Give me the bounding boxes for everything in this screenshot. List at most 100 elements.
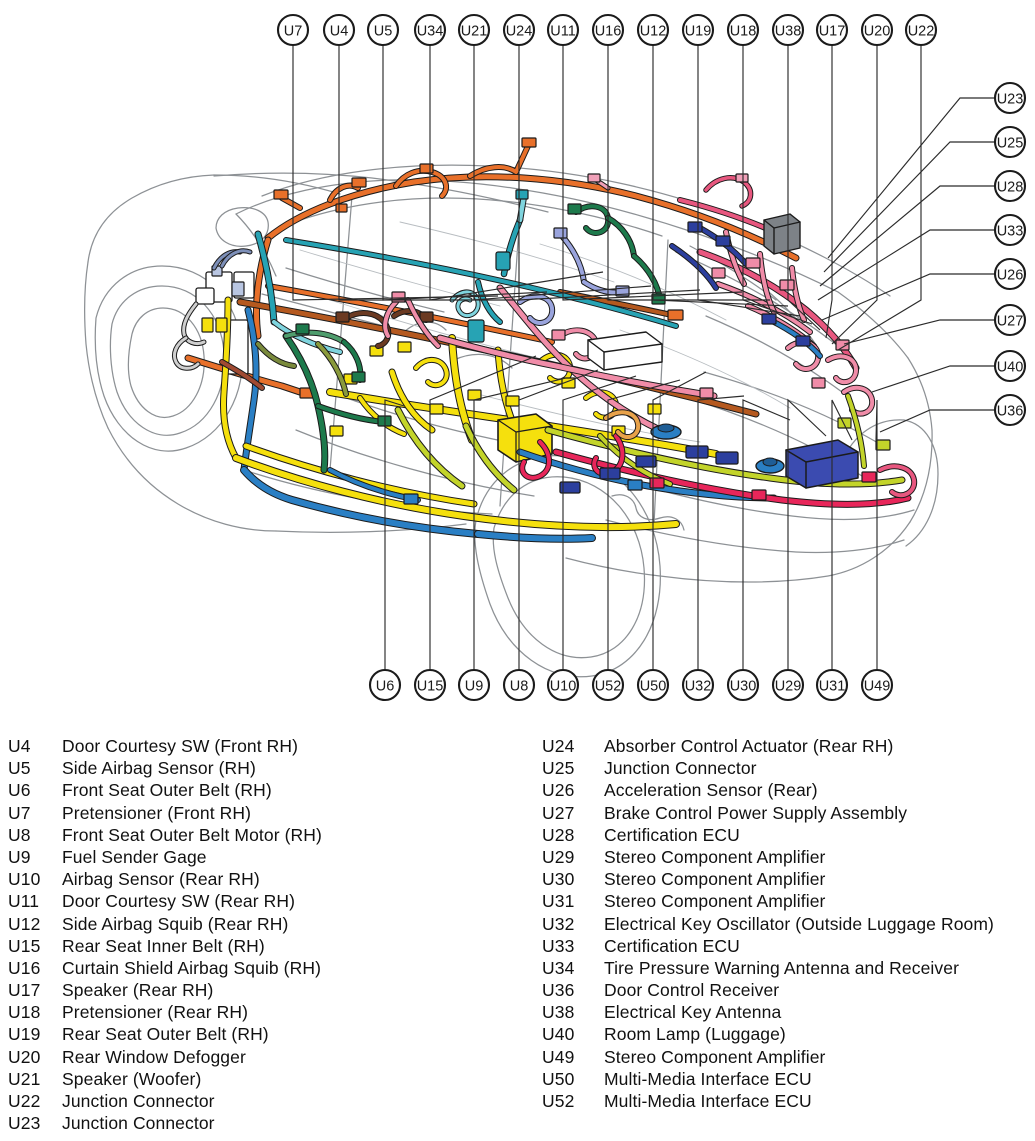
callout-circle[interactable]	[726, 13, 760, 47]
callout-u36[interactable]: U36	[993, 393, 1027, 427]
callout-circle[interactable]	[681, 668, 715, 702]
callout-u10[interactable]: U10	[546, 668, 580, 702]
callout-circle[interactable]	[591, 668, 625, 702]
callout-circle[interactable]	[591, 13, 625, 47]
callout-circle[interactable]	[636, 13, 670, 47]
legend-code: U36	[542, 980, 575, 1001]
legend-code: U12	[8, 913, 41, 934]
callout-circle[interactable]	[815, 668, 849, 702]
callout-circle[interactable]	[413, 13, 447, 47]
callout-u31[interactable]: U31	[815, 668, 849, 702]
callout-circle[interactable]	[546, 668, 580, 702]
callout-u17[interactable]: U17	[815, 13, 849, 47]
leader-line	[473, 377, 567, 670]
callout-u25[interactable]: U25	[993, 125, 1027, 159]
leader-line	[652, 371, 707, 670]
callout-u28[interactable]: U28	[993, 169, 1027, 203]
callout-u32[interactable]: U32	[681, 668, 715, 702]
callout-circle[interactable]	[993, 303, 1027, 337]
callout-circle[interactable]	[771, 668, 805, 702]
callout-circle[interactable]	[276, 13, 310, 47]
callout-circle[interactable]	[322, 13, 356, 47]
callout-u22[interactable]: U22	[904, 13, 938, 47]
callout-u29[interactable]: U29	[771, 668, 805, 702]
callout-circle[interactable]	[904, 13, 938, 47]
callout-circle[interactable]	[636, 668, 670, 702]
callout-circle[interactable]	[457, 13, 491, 47]
callout-u24[interactable]: U24	[502, 13, 536, 47]
callout-label: U12	[640, 23, 667, 39]
leader-line	[831, 399, 853, 670]
leader-line	[518, 369, 599, 670]
callout-circle[interactable]	[815, 13, 849, 47]
callout-u33[interactable]: U33	[993, 213, 1027, 247]
callout-u18[interactable]: U18	[726, 13, 760, 47]
callout-u20[interactable]: U20	[860, 13, 894, 47]
callout-circle[interactable]	[993, 81, 1027, 115]
callout-circle[interactable]	[993, 125, 1027, 159]
leader-line	[843, 319, 995, 345]
callout-u21[interactable]: U21	[457, 13, 491, 47]
callout-circle[interactable]	[502, 668, 536, 702]
callout-circle[interactable]	[993, 169, 1027, 203]
callout-u8[interactable]: U8	[502, 668, 536, 702]
callout-u27[interactable]: U27	[993, 303, 1027, 337]
callout-circle[interactable]	[993, 349, 1027, 383]
callout-u23[interactable]: U23	[993, 81, 1027, 115]
callout-circle[interactable]	[993, 257, 1027, 291]
callout-u15[interactable]: U15	[413, 668, 447, 702]
callout-u12[interactable]: U12	[636, 13, 670, 47]
callout-circle[interactable]	[368, 668, 402, 702]
callout-u38[interactable]: U38	[771, 13, 805, 47]
legend-code: U34	[542, 957, 575, 978]
callout-circle[interactable]	[502, 13, 536, 47]
legend-code: U24	[542, 736, 575, 756]
callout-circle[interactable]	[726, 668, 760, 702]
callout-u52[interactable]: U52	[591, 668, 625, 702]
legend-code: U11	[8, 891, 40, 912]
callout-circle[interactable]	[413, 668, 447, 702]
callout-circle[interactable]	[860, 668, 894, 702]
callout-u19[interactable]: U19	[681, 13, 715, 47]
callout-circle[interactable]	[681, 13, 715, 47]
callout-u9[interactable]: U9	[457, 668, 491, 702]
callout-u30[interactable]: U30	[726, 668, 760, 702]
callout-u16[interactable]: U16	[591, 13, 625, 47]
callout-circle[interactable]	[771, 13, 805, 47]
callout-u6[interactable]: U6	[368, 668, 402, 702]
callout-circle[interactable]	[366, 13, 400, 47]
legend-description: Side Airbag Squib (Rear RH)	[62, 913, 289, 934]
callout-circle[interactable]	[993, 213, 1027, 247]
callout-u50[interactable]: U50	[636, 668, 670, 702]
callout-u49[interactable]: U49	[860, 668, 894, 702]
callout-u26[interactable]: U26	[993, 257, 1027, 291]
callout-u34[interactable]: U34	[413, 13, 447, 47]
amplifier-box	[785, 439, 859, 489]
legend-description: Stereo Component Amplifier	[604, 1046, 826, 1067]
callout-u7[interactable]: U7	[276, 13, 310, 47]
callout-label: U20	[864, 23, 891, 39]
callout-circle[interactable]	[860, 13, 894, 47]
callout-circle[interactable]	[546, 13, 580, 47]
legend-description: Curtain Shield Airbag Squib (RH)	[62, 957, 322, 978]
leader-line	[382, 45, 548, 301]
callout-label: U21	[461, 23, 488, 39]
callout-circle[interactable]	[457, 668, 491, 702]
callout-circle[interactable]	[993, 393, 1027, 427]
callout-u40[interactable]: U40	[993, 349, 1027, 383]
callout-u5[interactable]: U5	[366, 13, 400, 47]
leader-line	[821, 273, 995, 321]
callout-u11[interactable]: U11	[546, 13, 580, 47]
callout-label: U50	[640, 678, 667, 694]
callout-label: U23	[997, 91, 1024, 107]
callout-u4[interactable]: U4	[322, 13, 356, 47]
legend-description: Side Airbag Sensor (RH)	[62, 758, 256, 779]
legend-description: Door Control Receiver	[604, 980, 780, 1001]
callout-label: U32	[685, 678, 712, 694]
